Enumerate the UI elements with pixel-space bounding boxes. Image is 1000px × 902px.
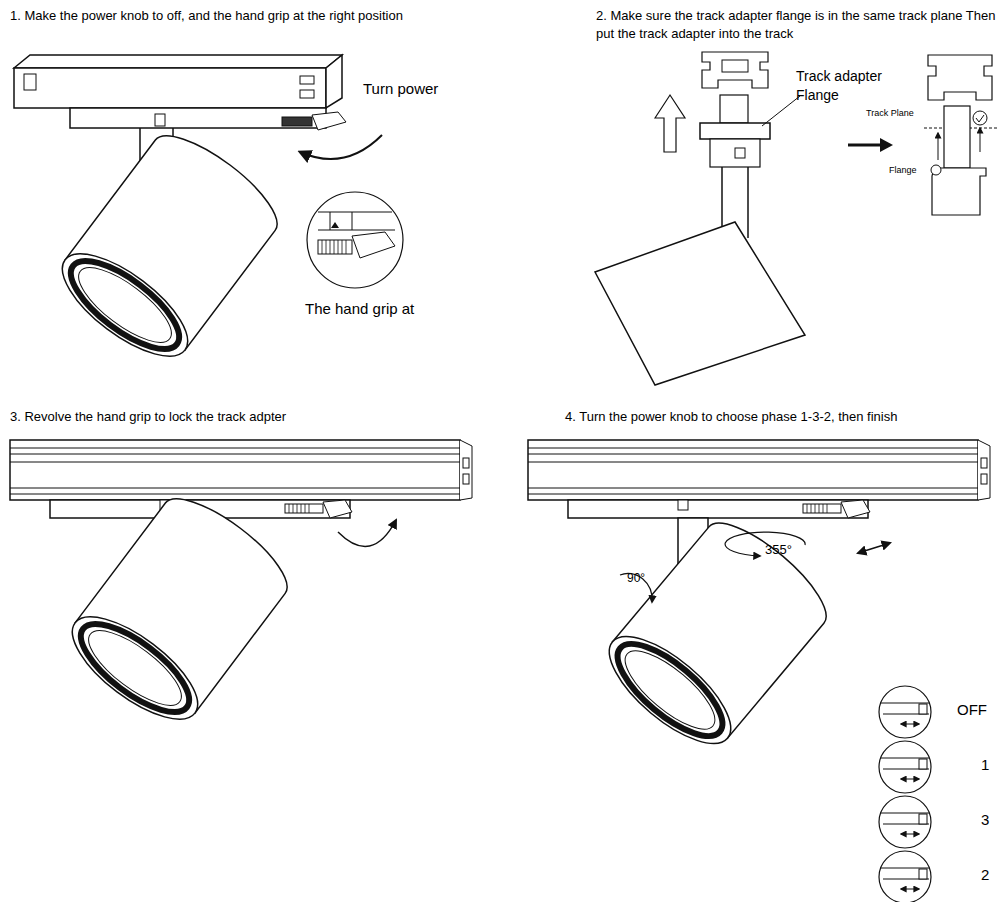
phase-label: 1 xyxy=(981,755,989,775)
panel-one-fixture xyxy=(14,55,403,374)
step-caption: 3. Revolve the hand grip to lock the tra… xyxy=(10,408,286,426)
part-name: Flange xyxy=(889,164,917,176)
phase-label: OFF xyxy=(957,700,987,720)
callout-text: The hand grip at xyxy=(305,299,414,319)
step-caption: 4. Turn the power knob to choose phase 1… xyxy=(565,408,897,426)
angle-label: 90° xyxy=(627,570,645,586)
phase-icons xyxy=(879,686,931,902)
part-name: Track Plane xyxy=(866,107,914,119)
step-caption: 1. Make the power knob to off, and the h… xyxy=(10,7,403,25)
panel-four-fixture xyxy=(528,440,990,761)
phase-label: 3 xyxy=(981,810,989,830)
phase-label: 2 xyxy=(981,865,989,885)
panel-two-fixture xyxy=(595,52,998,385)
callout-text: Turn power xyxy=(363,79,438,99)
step-caption: 2. Make sure the track adapter flange is… xyxy=(596,7,996,42)
angle-label: 355° xyxy=(765,541,792,559)
panel-three-fixture xyxy=(10,440,472,737)
part-name: Track adapter Flange xyxy=(796,67,892,105)
